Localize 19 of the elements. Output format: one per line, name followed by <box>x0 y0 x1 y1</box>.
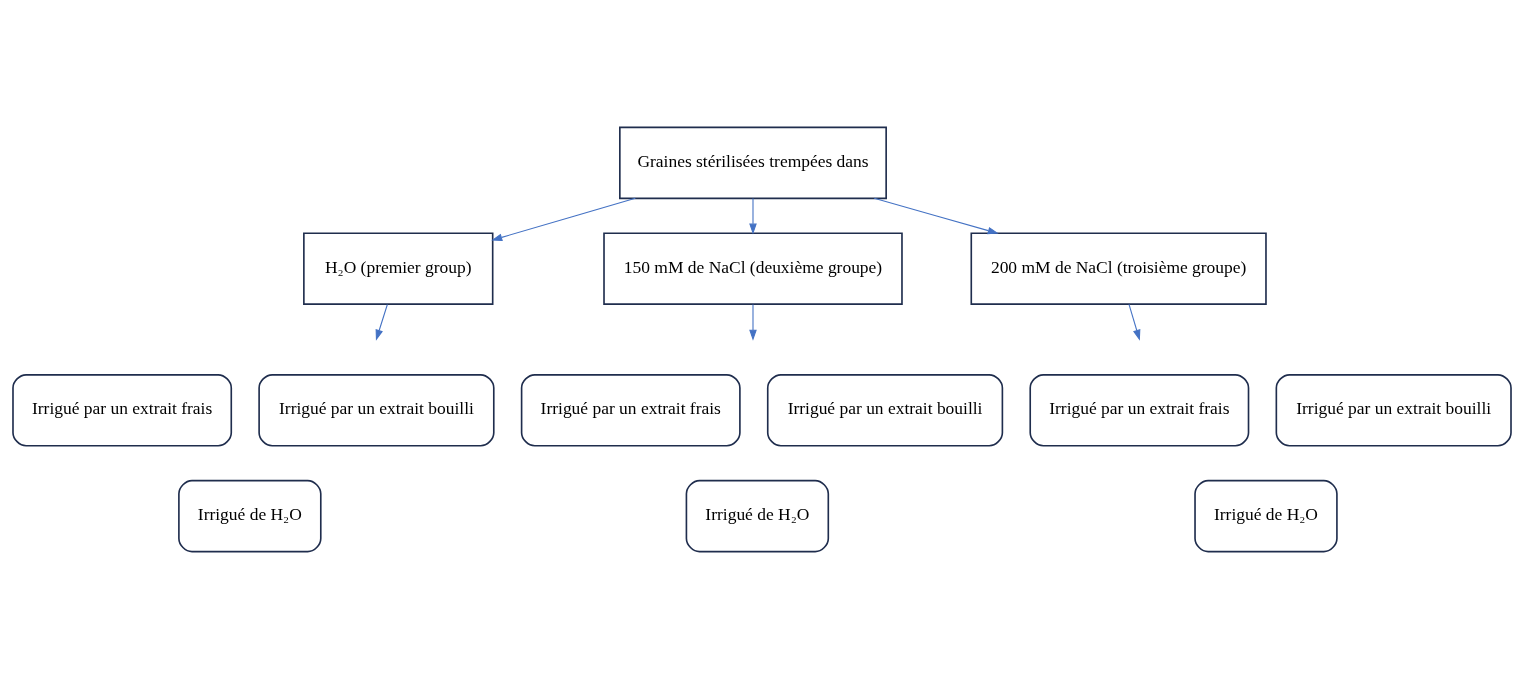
node-box: 150 mM de NaCl (deuxième groupe) <box>603 231 903 305</box>
arrow <box>749 303 757 341</box>
arrow <box>1128 303 1141 341</box>
arrow <box>491 197 636 241</box>
node-box: Irrigué par un extrait frais <box>1029 373 1250 447</box>
node-box: Irrigué par un extrait frais <box>520 373 741 447</box>
node-box: Graines stérilisées trempées dans <box>619 126 887 199</box>
node-box: Irrigué par un extrait bouilli <box>766 373 1004 447</box>
node-box: 200 mM de NaCl (troisième groupe) <box>970 231 1267 305</box>
node-box: Irrigué de H₂O <box>685 479 830 552</box>
arrow <box>749 197 757 235</box>
node-box: Irrigué par un extrait bouilli <box>1275 373 1512 447</box>
arrow <box>375 303 388 341</box>
node-box: Irrigué de H₂O <box>178 479 322 552</box>
node-box: Irrigué par un extrait frais <box>12 373 233 447</box>
node-box: Irrigué par un extrait bouilli <box>258 373 495 447</box>
node-box: Irrigué de H₂O <box>1194 479 1338 552</box>
arrow <box>873 197 999 234</box>
node-box: H₂O (premier group) <box>303 231 494 305</box>
